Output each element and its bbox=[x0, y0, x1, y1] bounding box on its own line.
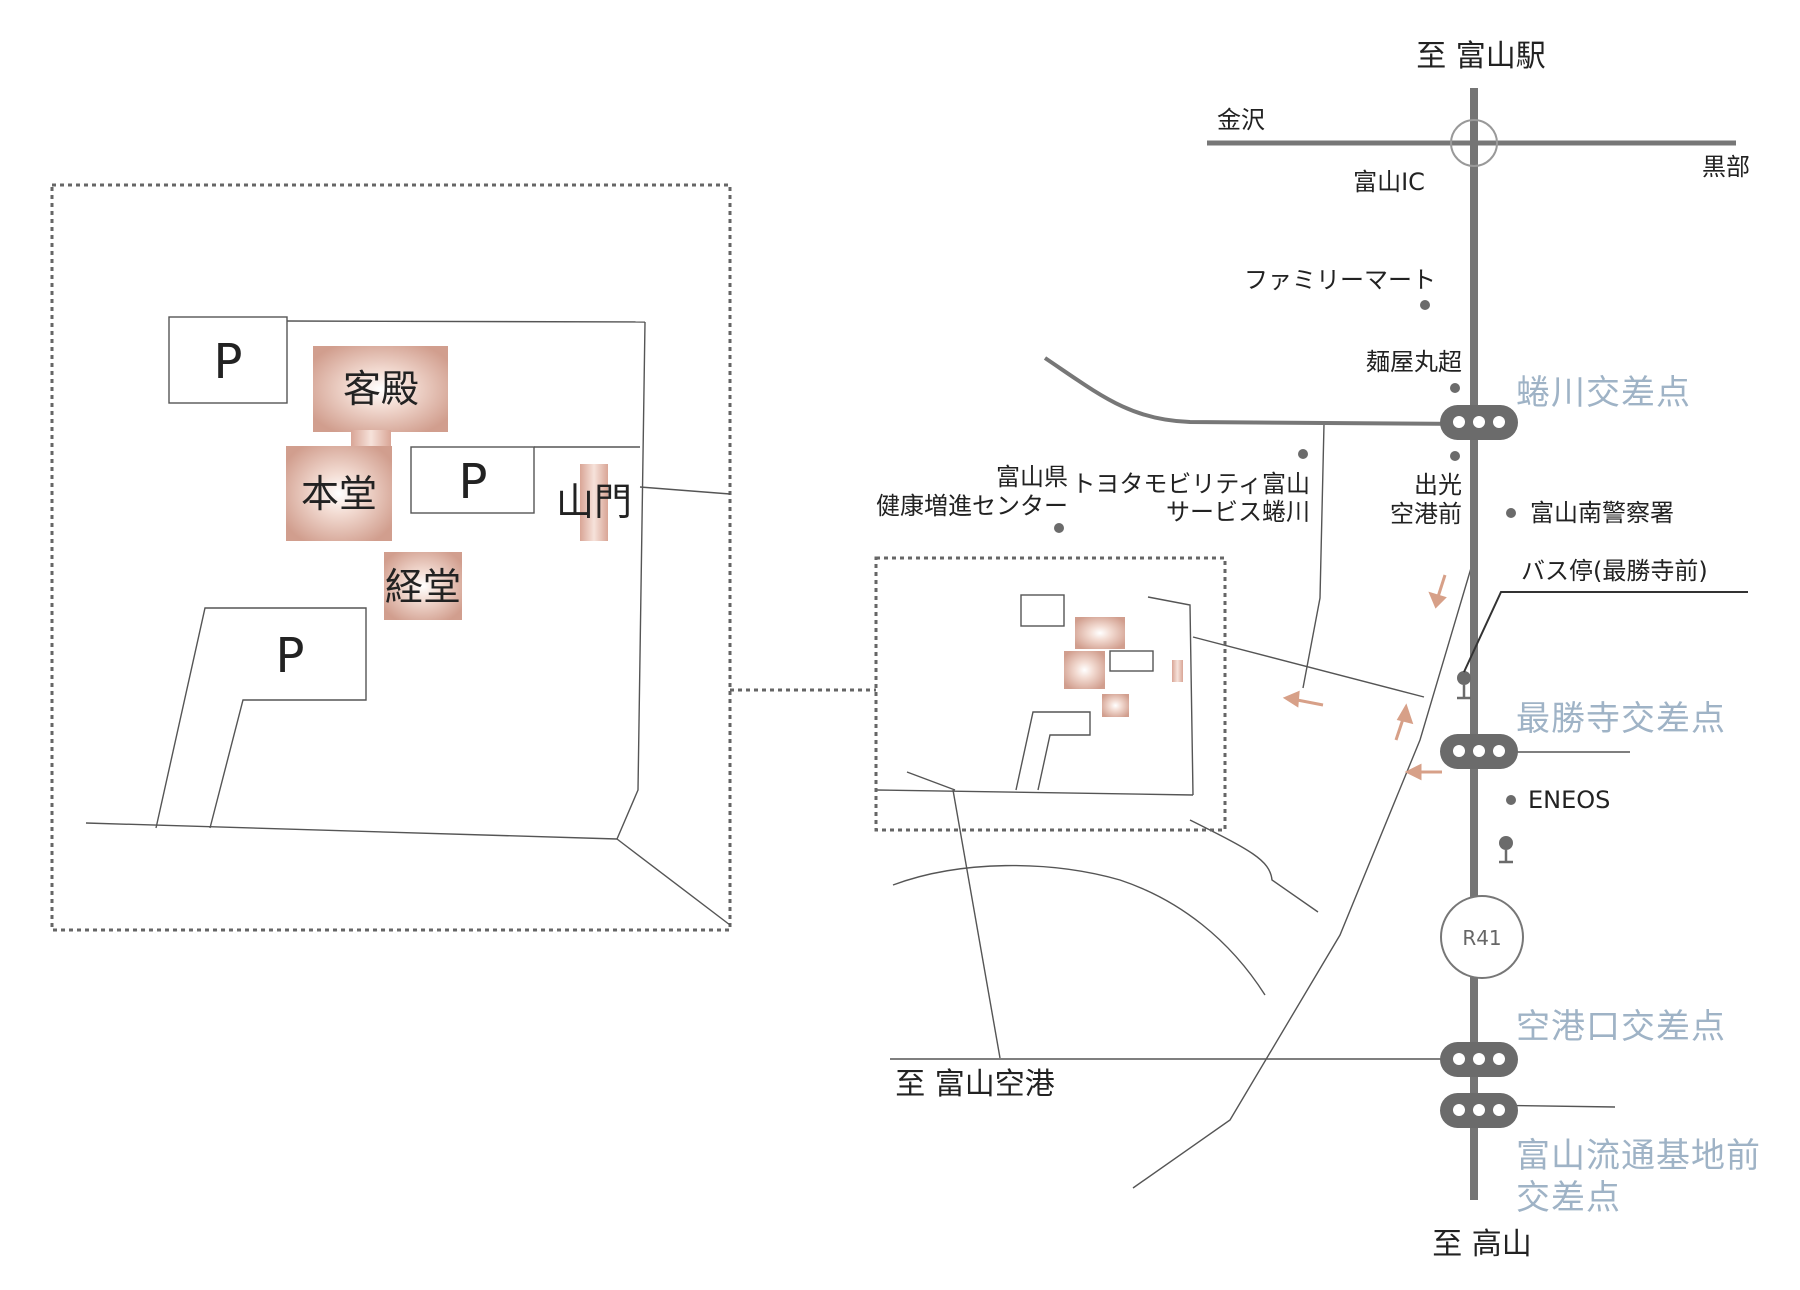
parking-2-label: P bbox=[459, 454, 488, 510]
road-diagonal-long bbox=[1132, 557, 1475, 1189]
detail-road-diagonal bbox=[616, 838, 731, 926]
arrow-left2-head bbox=[1404, 763, 1422, 781]
bus-stop-2-icon bbox=[1499, 836, 1513, 864]
bus-stop-icon bbox=[1457, 671, 1471, 700]
signal-kukoguchi bbox=[1440, 1042, 1518, 1077]
kyodo-label: 経堂 bbox=[385, 565, 461, 609]
idemitsu-label-2: 空港前 bbox=[1390, 500, 1462, 528]
detail-boundary-top bbox=[286, 320, 646, 323]
eneos-dot bbox=[1506, 795, 1516, 805]
parking-3-label: P bbox=[276, 628, 305, 684]
mini-hondo bbox=[1064, 651, 1105, 689]
overview-map: R41 至 富山駅 至 高山 至 富山空港 金沢 黒部 富山IC bbox=[874, 39, 1761, 1262]
parking-2 bbox=[410, 446, 535, 514]
mini-sanmon bbox=[1172, 660, 1183, 682]
eneos-label: ENEOS bbox=[1528, 786, 1610, 814]
crossing-ryutsu-label-1: 富山流通基地前 bbox=[1516, 1136, 1761, 1176]
road-minor-north bbox=[1302, 423, 1325, 689]
temple-detail-map: P P P 客殿 本堂 経堂 山門 bbox=[50, 183, 732, 932]
sanmon-label: 山門 bbox=[556, 480, 632, 524]
road-west-vertical bbox=[952, 789, 1001, 1059]
kenko-dot bbox=[1054, 523, 1064, 533]
police-dot bbox=[1506, 508, 1516, 518]
bus-stop-label: バス停(最勝寺前) bbox=[1521, 557, 1708, 585]
bus-stop-leader bbox=[1463, 591, 1748, 673]
temple-area-frame bbox=[874, 556, 1227, 832]
crossing-ryutsu-label-2: 交差点 bbox=[1516, 1178, 1621, 1218]
building-kyakuden bbox=[313, 346, 448, 432]
building-kyodo bbox=[384, 552, 462, 620]
signal-ryutsu bbox=[1440, 1093, 1518, 1128]
family-mart-label: ファミリーマート bbox=[1244, 266, 1436, 294]
building-corridor bbox=[351, 430, 391, 448]
detail-frame bbox=[50, 183, 732, 932]
toyota-label-1: トヨタモビリティ富山 bbox=[1071, 470, 1310, 498]
menya-label: 麺屋丸超 bbox=[1366, 348, 1462, 376]
route-marker bbox=[1440, 895, 1524, 979]
detail-parking-lot-3 bbox=[155, 607, 367, 829]
menya-dot bbox=[1450, 383, 1460, 393]
mini-parking-2 bbox=[1109, 650, 1154, 672]
detail-road-bottom bbox=[85, 822, 618, 840]
idemitsu-dot bbox=[1450, 451, 1460, 461]
road-parking bbox=[1015, 711, 1091, 791]
kenko-label-1: 富山県 bbox=[996, 463, 1068, 491]
route-marker-label: R41 bbox=[1462, 926, 1501, 950]
interchange-marker bbox=[1450, 119, 1498, 167]
arrow-up-head bbox=[1396, 703, 1414, 725]
direction-south: 至 高山 bbox=[1432, 1227, 1532, 1262]
crossing-saishoji-label: 最勝寺交差点 bbox=[1516, 699, 1726, 739]
interchange-label: 富山IC bbox=[1353, 168, 1425, 196]
parking-1-label: P bbox=[214, 334, 243, 390]
building-hondo bbox=[286, 446, 392, 541]
signal-saishoji bbox=[1440, 734, 1518, 769]
road-west-short bbox=[906, 771, 956, 791]
family-mart-dot bbox=[1420, 300, 1430, 310]
police-label: 富山南警察署 bbox=[1530, 499, 1674, 527]
road-lower-diagonal bbox=[1189, 819, 1319, 913]
road-lower-curve bbox=[892, 864, 1266, 996]
direction-north: 至 富山駅 bbox=[1416, 39, 1546, 74]
direction-west: 金沢 bbox=[1217, 106, 1265, 134]
toyota-dot bbox=[1298, 449, 1308, 459]
crossing-ninagawa-label: 蜷川交差点 bbox=[1516, 373, 1691, 413]
detail-road-gate bbox=[639, 486, 731, 495]
road-temple-boundary bbox=[1147, 596, 1194, 796]
road-ninagawa bbox=[1043, 356, 1475, 426]
direction-airport: 至 富山空港 bbox=[895, 1067, 1055, 1102]
building-sanmon bbox=[580, 464, 608, 541]
arrow-left-head bbox=[1282, 690, 1300, 708]
kyakuden-label: 客殿 bbox=[343, 367, 419, 411]
toyota-label-2: サービス蜷川 bbox=[1166, 498, 1310, 526]
mini-kyakuden bbox=[1075, 617, 1125, 649]
idemitsu-label-1: 出光 bbox=[1414, 471, 1462, 499]
hondo-label: 本堂 bbox=[301, 472, 377, 516]
mini-kyodo bbox=[1102, 694, 1129, 717]
arrow-down-head bbox=[1428, 591, 1447, 609]
detail-road-east bbox=[616, 321, 646, 840]
direction-east: 黒部 bbox=[1702, 153, 1750, 181]
crossing-kukoguchi-label: 空港口交差点 bbox=[1516, 1007, 1726, 1047]
road-temple-bottom bbox=[875, 789, 1194, 796]
arrow-group bbox=[1282, 574, 1447, 781]
mini-parking-1 bbox=[1020, 594, 1065, 627]
kenko-label-2: 健康増進センター bbox=[876, 492, 1068, 520]
parking-1 bbox=[168, 316, 288, 404]
road-temple-east bbox=[1192, 636, 1425, 698]
signal-ninagawa bbox=[1440, 405, 1518, 440]
